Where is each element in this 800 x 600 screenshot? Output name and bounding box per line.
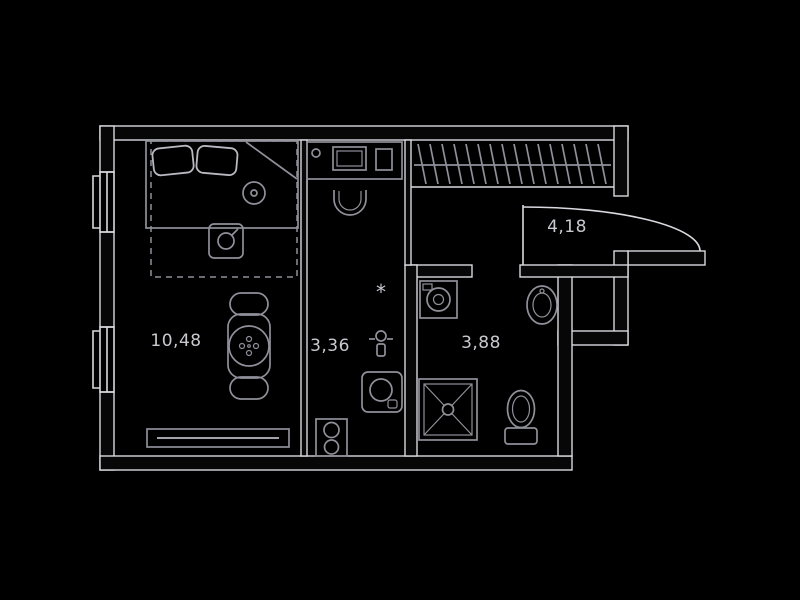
wall-right-upper xyxy=(613,125,629,197)
room-label-living: 10,48 xyxy=(150,331,201,351)
toilet-bowl xyxy=(506,389,536,429)
toilet-bowl-inner xyxy=(511,395,531,423)
table-centerpiece xyxy=(238,335,260,357)
entry-door xyxy=(522,205,701,265)
room-label-hallway: 4,18 xyxy=(547,217,587,237)
cooktop xyxy=(315,418,348,457)
dining-table-top xyxy=(228,325,270,367)
dining-chair-bottom xyxy=(229,376,269,400)
desk-mug xyxy=(311,148,321,158)
burner-top xyxy=(323,421,340,439)
monitor xyxy=(332,146,367,171)
basin-inner xyxy=(532,292,552,318)
desk-chair xyxy=(333,190,367,216)
wall-desk-hall xyxy=(404,139,412,266)
nightstand-lamp-dot xyxy=(250,189,258,197)
wall-bathroom-right xyxy=(557,264,573,457)
sleeping-zone-boundary xyxy=(150,140,298,278)
note-asterisk: * xyxy=(376,280,386,304)
washer-drum xyxy=(426,287,451,312)
tv-console xyxy=(146,428,290,448)
wall-top xyxy=(99,125,629,141)
dining-table xyxy=(227,313,271,379)
room-label-kitchen: 3,36 xyxy=(310,336,350,356)
window-sill xyxy=(92,175,100,229)
room-label-bathroom: 3,88 xyxy=(461,333,501,353)
room-labels: 10,48 3,36 3,88 4,18 * xyxy=(150,217,587,356)
window-sill xyxy=(92,330,100,389)
desk-chair-inner xyxy=(338,191,362,211)
toilet xyxy=(504,389,538,445)
burner-bottom xyxy=(323,439,340,455)
bathroom-sink xyxy=(526,285,558,325)
wardrobe-hangers xyxy=(417,143,607,185)
wall-bathroom-top-right xyxy=(519,264,629,278)
wall-bottom xyxy=(99,455,573,471)
shower-tray xyxy=(423,383,473,436)
nightstand-lamp xyxy=(242,181,266,205)
kitchen-tap xyxy=(369,330,393,357)
bed xyxy=(145,140,299,229)
washer-drawer xyxy=(422,283,433,291)
pillow-left xyxy=(151,144,195,177)
shower-drain xyxy=(441,403,455,416)
zone-icon-circle xyxy=(217,232,235,250)
blanket-fold xyxy=(245,141,298,180)
wall-bathroom-top-left xyxy=(410,264,473,278)
desk-area xyxy=(306,141,403,216)
washing-machine xyxy=(419,280,458,319)
pillow-right xyxy=(195,144,239,177)
entry-door-swing-arc xyxy=(522,206,701,252)
bathroom-fixtures xyxy=(418,280,558,445)
wall-left-middle xyxy=(99,231,115,328)
wall-left-upper xyxy=(99,125,115,173)
walls xyxy=(99,125,706,471)
sink-drainer xyxy=(387,399,398,409)
wall-living-kitchen xyxy=(300,139,308,457)
kitchen-fixtures xyxy=(315,330,403,457)
wall-kitchen-bathroom xyxy=(404,264,418,457)
zone-icon xyxy=(208,223,244,259)
zone-icon-slash xyxy=(231,228,239,236)
sleeping-zone xyxy=(150,140,298,278)
basin-tap xyxy=(539,288,545,294)
wall-entry-alcove xyxy=(627,250,706,266)
shower-cabin xyxy=(418,378,478,441)
dining-chair-top xyxy=(229,292,269,316)
bed-outline xyxy=(145,140,299,229)
toilet-tank xyxy=(504,427,538,445)
window-left-lower xyxy=(92,326,115,393)
dining-set xyxy=(227,292,271,400)
wardrobe xyxy=(411,143,614,188)
tv-area xyxy=(146,428,290,448)
window-left-upper xyxy=(92,171,115,233)
desk xyxy=(306,141,403,180)
kitchen-sink xyxy=(361,371,403,413)
desk-tray xyxy=(375,148,393,171)
monitor-screen xyxy=(336,150,363,167)
washer-drum-inner xyxy=(432,293,445,306)
sink-bowl xyxy=(369,378,393,402)
